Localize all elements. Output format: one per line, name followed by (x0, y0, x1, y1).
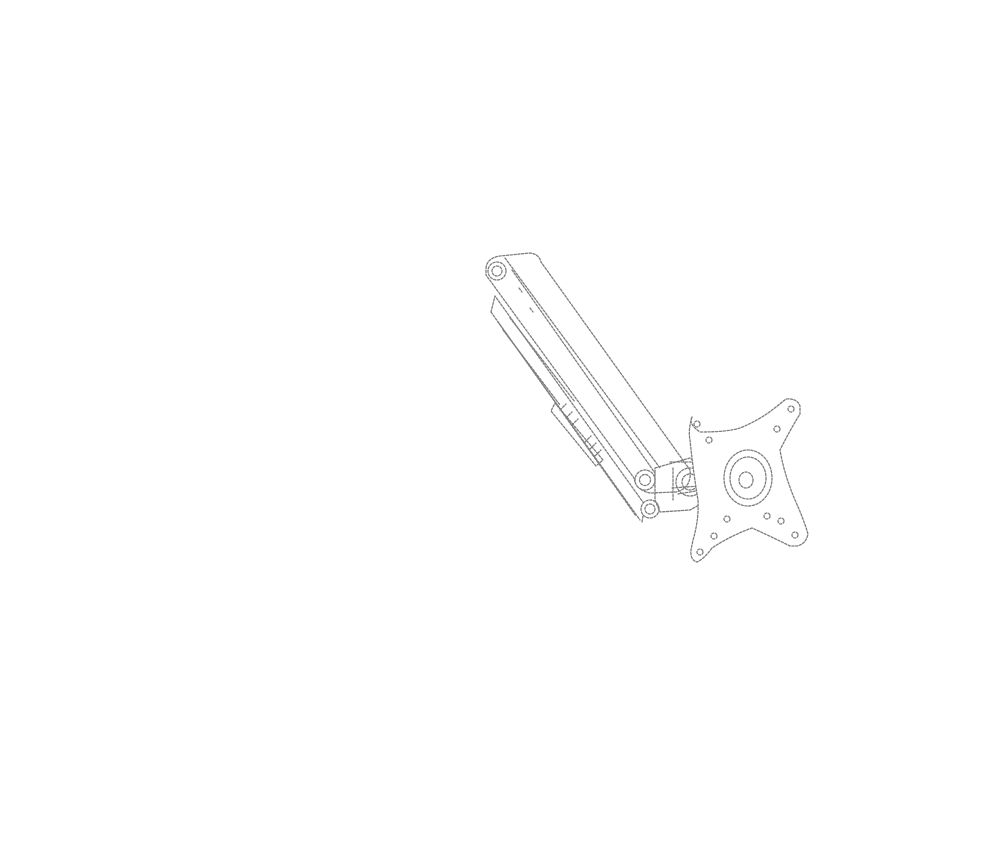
rear-pivot-joint (487, 261, 507, 281)
lower-arm-link (490, 295, 646, 523)
elbow-joint-upper (634, 469, 656, 491)
upper-arm-body (485, 252, 691, 494)
vesa-screw-holes (693, 405, 799, 556)
gas-spring-ribs (550, 402, 604, 467)
vesa-mount-plate (688, 398, 809, 563)
vesa-center-hub (723, 449, 773, 507)
